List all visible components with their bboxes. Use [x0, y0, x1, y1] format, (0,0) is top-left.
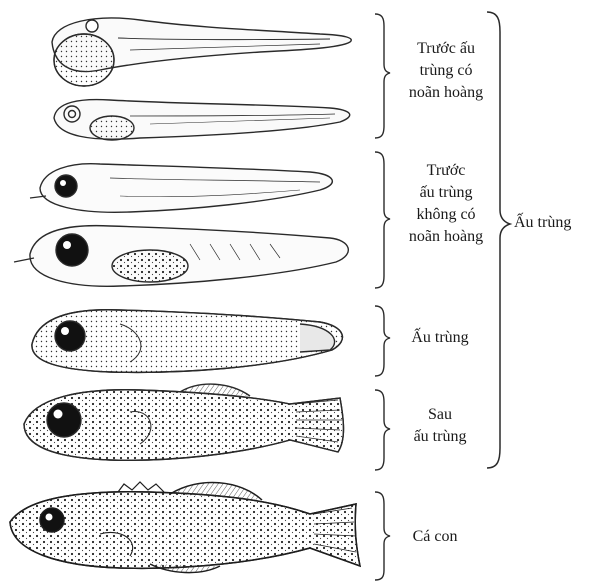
yolk-sac-larva-late-icon	[54, 100, 350, 140]
label-line: Trước ấu	[390, 38, 502, 60]
larva-icon	[32, 310, 343, 373]
preflexion-larva-large-icon	[14, 226, 348, 287]
stage-label-yolk-sac-larva: Trước ấu trùng có noãn hoàng	[390, 38, 502, 104]
brace-pre-larva-no-yolk	[375, 152, 390, 288]
brace-juvenile	[375, 492, 390, 580]
stage-label-preflexion-larva: Trước ấu trùng không có noãn hoàng	[390, 160, 502, 248]
label-line: ấu trùng	[390, 426, 490, 448]
label-line: noãn hoàng	[390, 82, 502, 104]
brace-larva	[375, 306, 390, 376]
preflexion-larva-icon	[30, 164, 332, 213]
label-line: không có	[390, 204, 502, 226]
label-line: Trước	[390, 160, 502, 182]
juvenile-fish-icon	[10, 482, 360, 573]
postlarva-icon	[24, 384, 344, 460]
label-line: Ấu trùng	[390, 327, 490, 349]
brace-pre-larva-yolk	[375, 14, 390, 138]
group-label-larval-period: Ấu trùng	[514, 212, 571, 234]
label-line: noãn hoàng	[390, 226, 502, 248]
brace-postlarva	[375, 390, 390, 470]
stage-label-postlarva: Sau ấu trùng	[390, 404, 490, 448]
label-line: Sau	[390, 404, 490, 426]
label-line: trùng có	[390, 60, 502, 82]
yolk-sac-larva-icon	[52, 18, 351, 86]
stage-label-larva: Ấu trùng	[390, 327, 490, 349]
label-line: Cá con	[390, 526, 480, 548]
stage-label-juvenile: Cá con	[390, 526, 480, 548]
label-line: ấu trùng	[390, 182, 502, 204]
